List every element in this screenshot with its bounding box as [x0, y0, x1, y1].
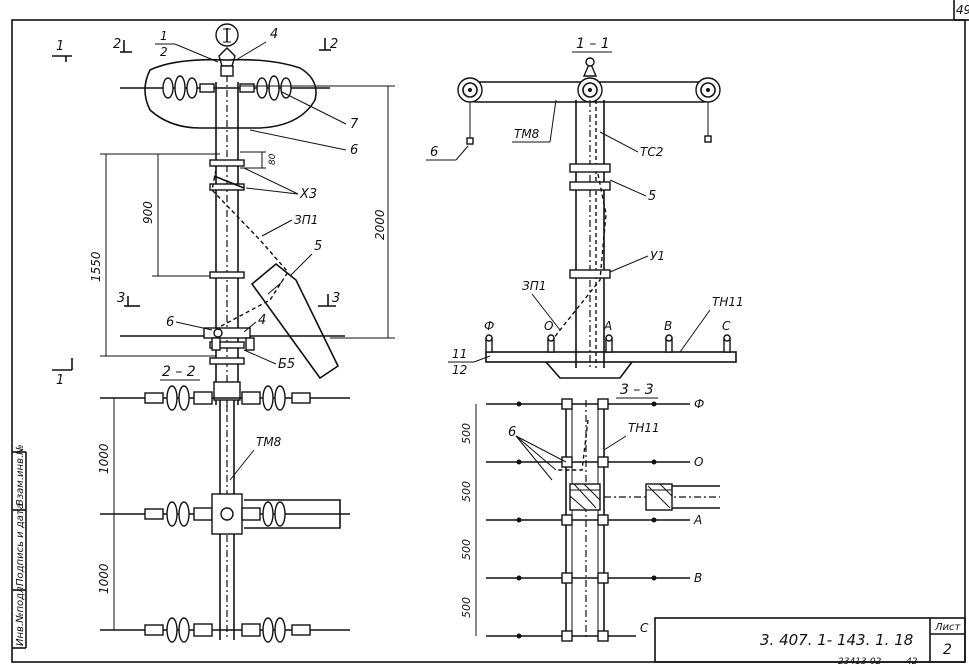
dim-500-c: 500: [460, 539, 473, 560]
insulator-left: [162, 75, 215, 101]
bottom-stamp-b: 42: [906, 657, 918, 667]
view-3-3-callout-6: 6: [508, 425, 516, 440]
view-3-3-phase-a: А: [693, 513, 702, 527]
sheet-frame: 49 Инв.№подл. Подпись и дата Взам.инв.№: [11, 0, 969, 663]
dim-500-b: 500: [460, 481, 473, 502]
view-1-1-callout-12: 12: [452, 363, 467, 377]
view-1-1: 1 – 1 6 ТМ8 ТС2 5 У1 ЗП1: [426, 36, 744, 379]
view-1-1-tc2: ТС2: [640, 145, 663, 159]
dim-2000: 2000: [373, 209, 387, 240]
view-1-1-phase-f: Ф: [484, 319, 494, 333]
dim-1000-lower: 1000: [97, 563, 111, 594]
callout-1-over-2-den: 2: [160, 45, 168, 59]
callout-5: 5: [314, 239, 322, 254]
view-1-1-zp1: ЗП1: [522, 279, 546, 293]
view-1-1-callout-6: 6: [430, 145, 438, 160]
list-number: 2: [943, 642, 952, 658]
view-1-1-y1: У1: [650, 249, 665, 263]
bottom-stamp-a: 23413-02: [838, 657, 882, 667]
view-3-3-phase-c: С: [640, 621, 649, 635]
view-3-3-phase-b: В: [694, 571, 702, 585]
view-2-2-title: 2 – 2: [162, 364, 196, 380]
callout-b5: Б5: [278, 357, 295, 372]
view-3-3-title: 3 – 3: [620, 382, 654, 398]
view-3-3-th11: ТН11: [628, 421, 660, 435]
callout-x3: Х3: [299, 187, 317, 202]
view-1-1-phase-o: О: [544, 319, 553, 333]
dim-500-a: 500: [460, 423, 473, 444]
front-view: 1 2 2 3 3 1: [52, 23, 395, 410]
callout-1-over-2-num: 1: [160, 29, 168, 43]
section-mark-3: 3: [117, 291, 125, 306]
section-mark-3-right: 3: [332, 291, 340, 306]
view-1-1-phase-b: В: [664, 319, 672, 333]
dim-500-d: 500: [460, 597, 473, 618]
section-mark-2-right: 2: [330, 37, 338, 52]
title-block: 3. 407. 1- 143. 1. 18 Лист 2 23413-02 42: [654, 617, 966, 667]
list-label: Лист: [934, 622, 962, 633]
view-1-1-tm8: ТМ8: [514, 127, 540, 141]
side-label-signature: Подпись и дата: [15, 503, 26, 586]
callout-4-top: 4: [270, 27, 278, 42]
callout-7: 7: [350, 117, 359, 132]
view-3-3: 3 – 3: [460, 382, 720, 642]
callout-6-left: 6: [166, 315, 174, 330]
dim-900: 900: [141, 201, 155, 224]
view-1-1-callout-11: 11: [452, 347, 467, 361]
drawing-code: 3. 407. 1- 143. 1. 18: [760, 631, 913, 649]
side-label-replace: Взам.инв.№: [15, 444, 26, 506]
sheet-number-top: 49: [956, 3, 969, 17]
view-1-1-phase-a: А: [603, 319, 612, 333]
view-3-3-phase-f: Ф: [694, 397, 704, 411]
view-1-1-callout-5: 5: [648, 189, 656, 204]
callout-3p1: ЗП1: [294, 213, 318, 227]
dim-1000-upper: 1000: [97, 443, 111, 474]
insulator-right: [239, 75, 292, 101]
view-1-1-phase-c: С: [722, 319, 731, 333]
view-1-1-title: 1 – 1: [576, 36, 610, 52]
section-mark-2: 2: [113, 37, 121, 52]
dim-80: 80: [268, 153, 278, 165]
phase-insulators: [485, 334, 731, 353]
side-label-inventory: Инв.№подл.: [15, 583, 26, 646]
view-2-2-tm8: ТМ8: [256, 435, 282, 449]
callout-4-low: 4: [258, 313, 266, 328]
view-2-2: 2 – 2: [97, 364, 350, 643]
section-mark-1-bottom: 1: [56, 373, 64, 388]
dim-1550: 1550: [89, 251, 103, 282]
row-fittings: [516, 398, 657, 642]
section-mark-1: 1: [56, 39, 64, 54]
view-3-3-phase-o: О: [694, 455, 703, 469]
callout-6-right: 6: [350, 143, 358, 158]
view-1-1-th11: ТН11: [712, 295, 744, 309]
